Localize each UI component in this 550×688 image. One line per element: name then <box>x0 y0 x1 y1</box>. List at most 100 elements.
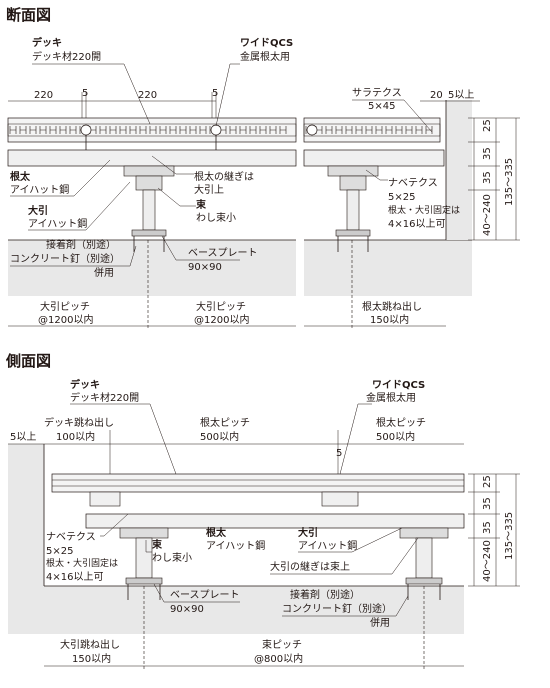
section-pitch1-line2: @1200以内 <box>38 313 93 326</box>
side-neta-material: アイハット鋼 <box>206 539 265 552</box>
side-deck-label: デッキ <box>70 378 100 391</box>
side-obiki-label: 大引 <box>298 526 318 539</box>
side-deck-overhang-line1: デッキ跳ね出し <box>44 416 114 429</box>
section-fix-line2: 4×16以上可 <box>388 218 445 230</box>
side-baseplate-label: ベースプレート <box>170 589 240 601</box>
section-post-2 <box>327 165 379 252</box>
board-h-mark <box>139 126 147 134</box>
section-dim-35a: 35 <box>482 147 493 160</box>
side-qcs-label: ワイドQCS <box>372 379 425 391</box>
board-h-mark <box>59 126 67 134</box>
section-pitch2-line2: @1200以内 <box>194 313 249 326</box>
side-obiki-material: アイハット鋼 <box>298 539 357 552</box>
board-h-mark <box>119 126 127 134</box>
side-baseplate-size: 90×90 <box>170 604 204 615</box>
section-dim-25: 25 <box>482 119 493 132</box>
side-neta-pitch-a-line2: 500以内 <box>200 430 239 443</box>
board-h-mark <box>69 126 77 134</box>
board-h-mark <box>99 126 107 134</box>
side-obiki-overhang-line1: 大引跳ね出し <box>60 638 120 651</box>
side-navetex-size: 5×25 <box>46 546 73 557</box>
section-joist-right <box>303 149 445 167</box>
board-h-mark <box>345 126 353 134</box>
section-saratex-label: サラテクス <box>352 87 402 99</box>
side-neta-pitch-b-line1: 根太ピッチ <box>376 416 426 429</box>
section-ground-right <box>304 240 472 296</box>
board-h-mark <box>39 126 47 134</box>
section-baseplate-label: ベースプレート <box>188 247 258 259</box>
board-h-mark <box>395 126 403 134</box>
section-dim-220-a: 220 <box>34 90 53 101</box>
section-dim-40-240: 40〜240 <box>482 194 493 236</box>
side-obiki-overhang-line2: 150以内 <box>72 652 111 665</box>
side-dim-40-240: 40〜240 <box>482 540 493 582</box>
side-neta-pitch-a-line1: 根太ピッチ <box>200 416 250 429</box>
side-deck-material: デッキ材220開 <box>70 391 139 404</box>
side-dim-35a: 35 <box>482 497 493 510</box>
board-h-mark <box>365 126 373 134</box>
board-h-mark <box>199 126 207 134</box>
side-dim-135-335: 135〜335 <box>504 512 515 560</box>
section-baseplate-size: 90×90 <box>188 262 222 273</box>
section-tsuka-material: わし束小 <box>196 212 236 224</box>
board-h-mark <box>149 126 157 134</box>
side-adhesive-line3: 併用 <box>370 616 390 629</box>
side-tsuka-label: 束 <box>152 538 163 551</box>
side-adhesive-line2: コンクリート釘（別途） <box>282 602 392 615</box>
board-h-mark <box>29 126 37 134</box>
board-h-mark <box>249 126 257 134</box>
section-tsugi-line1: 根太の継ぎは <box>194 170 254 183</box>
board-h-mark <box>259 126 267 134</box>
section-overhang-line2: 150以内 <box>370 313 409 326</box>
board-h-mark <box>49 126 57 134</box>
section-dim-5ijo: 5以上 <box>448 89 474 101</box>
side-wall <box>8 444 44 634</box>
board-h-mark <box>9 126 17 134</box>
board-h-mark <box>385 126 393 134</box>
board-h-mark <box>279 126 287 134</box>
section-dim-5-b: 5 <box>212 88 218 99</box>
section-qcs-label: ワイドQCS <box>240 37 293 49</box>
side-tsuka-pitch-line2: @800以内 <box>254 652 303 665</box>
side-fix-line1: 根太・大引固定は <box>46 557 118 569</box>
side-neta-pitch-b-line2: 500以内 <box>376 430 415 443</box>
board-h-mark <box>405 126 413 134</box>
section-adhesive-line3: 併用 <box>94 266 114 279</box>
board-h-mark <box>19 126 27 134</box>
side-dim-35b: 35 <box>482 521 493 534</box>
section-pitch2-line1: 大引ピッチ <box>196 300 246 313</box>
section-adhesive-line2: コンクリート釘（別途） <box>10 252 120 265</box>
side-ground <box>44 586 464 634</box>
section-qcs-material: 金属根太用 <box>240 50 290 63</box>
section-adhesive-line1: 接着剤（別途） <box>46 238 116 251</box>
section-wall <box>446 100 472 240</box>
section-tsugi-line2: 大引上 <box>194 183 224 196</box>
side-title: 側面図 <box>5 352 51 370</box>
side-navetex-label: ナベテクス <box>46 531 96 543</box>
section-saratex-size: 5×45 <box>368 101 395 112</box>
board-h-mark <box>169 126 177 134</box>
side-beam <box>85 513 465 529</box>
section-ground-left <box>8 240 296 296</box>
board-h-mark <box>189 126 197 134</box>
section-neta-material: アイハット鋼 <box>10 183 69 196</box>
side-joist-left <box>89 491 121 507</box>
board-h-mark <box>179 126 187 134</box>
section-deck-material: デッキ材220開 <box>32 50 101 63</box>
section-navetex-size: 5×25 <box>388 192 415 203</box>
board-h-mark <box>425 126 433 134</box>
section-post-1 <box>123 165 175 252</box>
side-tsuka-material: わし束小 <box>152 552 192 564</box>
section-dim-5-a: 5 <box>82 88 88 99</box>
side-dim-25: 25 <box>482 475 493 488</box>
side-fix-line2: 4×16以上可 <box>46 571 103 583</box>
board-h-mark <box>109 126 117 134</box>
section-clip-1 <box>80 124 92 150</box>
section-deck-label: デッキ <box>32 36 62 49</box>
section-obiki-label: 大引 <box>28 204 48 217</box>
side-post-2 <box>399 527 449 600</box>
side-deck-overhang-line2: 100以内 <box>56 430 95 443</box>
side-dim-5: 5 <box>336 448 342 459</box>
side-deck-board <box>51 473 465 493</box>
